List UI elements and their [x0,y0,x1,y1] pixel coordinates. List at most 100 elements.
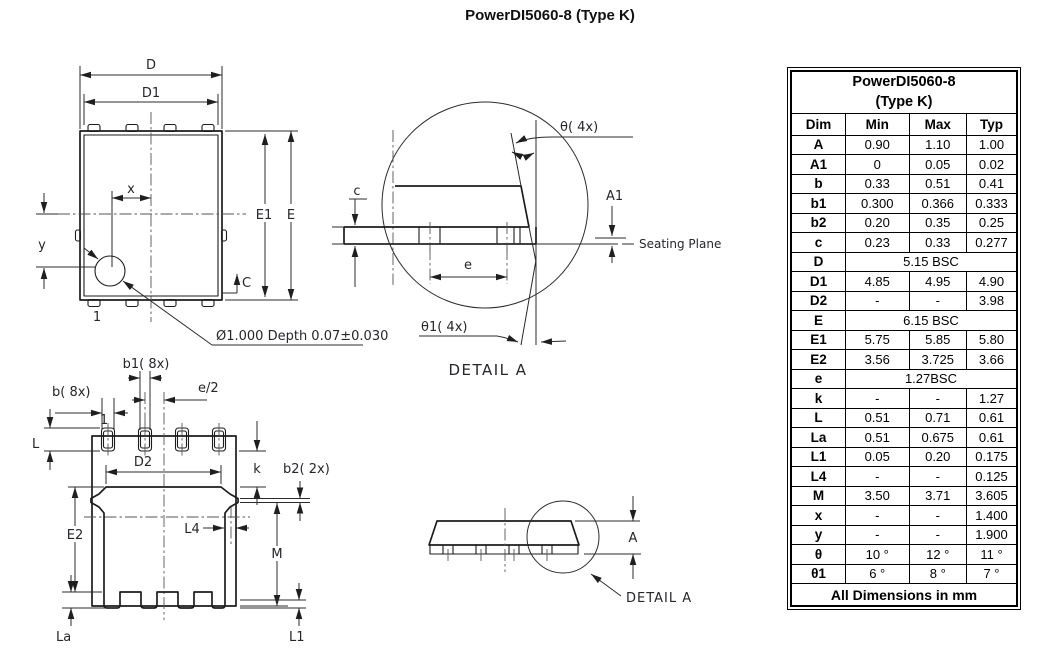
dim-cell: L1 [790,446,846,468]
body-profile [395,185,530,228]
dim-cell: b1 [790,193,846,214]
value-cell: 7 ° [966,563,1018,585]
exposed-pad-outline [90,486,239,609]
dim-cell: b2 [790,212,846,234]
value-cell: 4.95 [908,271,968,292]
detail-a-caption: DETAIL A [448,361,527,379]
value-cell: 4.85 [844,271,910,292]
dim-cell: M [790,485,846,507]
value-cell: 0.277 [966,232,1018,253]
dim-label-b: b( 8x) [52,385,91,400]
corner-label-C: C [242,276,251,291]
dim-label-M: M [271,547,282,562]
dim-label-y: y [38,238,46,253]
top-view: D D1 x y E1 E C 1 [36,58,388,346]
dim-cell: A1 [790,154,846,175]
value-cell: - [844,388,910,409]
dim-label-A1: A1 [606,189,623,204]
value-cell: 0 [844,154,910,175]
table-row: y--1.900 [790,524,1018,546]
detail-circle [381,101,589,309]
value-cell-span: 5.15 BSC [844,251,1018,273]
dim-label-E: E [287,208,295,223]
dim-label-k: k [253,462,261,477]
dimensions-table: PowerDI5060-8 (Type K) Dim Min Max Typ A… [787,67,1021,610]
value-cell: - [844,466,910,487]
table-row: L4--0.125 [790,466,1018,487]
pin1-label-bottom: 1 [100,413,108,428]
value-cell: 0.90 [844,134,910,156]
table-title-line2: (Type K) [875,93,933,110]
value-cell: 0.61 [966,427,1018,448]
value-cell: 0.366 [908,193,968,214]
value-cell: 1.27 [966,388,1018,409]
dim-cell: D [790,251,846,273]
bottom-view: b1( 8x) b( 8x) e/2 1 L D2 [32,357,330,645]
dim-label-A: A [629,531,638,546]
pin1-label: 1 [93,310,101,325]
value-cell: 5.75 [844,329,910,351]
value-cell: 0.33 [908,232,968,253]
dim-label-b1: b1( 8x) [123,357,170,372]
detail-a-view: c e θ( 4x) θ1( 4x) A1 Seating Plane DE [332,101,721,379]
value-cell: 0.51 [908,173,968,195]
value-cell: 8 ° [908,563,968,585]
dim-label-La: La [56,630,71,645]
page-title: PowerDI5060-8 (Type K) [465,7,635,24]
value-cell: 10 ° [844,544,910,565]
value-cell: 1.900 [966,524,1018,546]
value-cell: 0.02 [966,154,1018,175]
value-cell: - [908,290,968,312]
value-cell: 0.51 [844,427,910,448]
dim-cell: e [790,368,846,390]
dim-label-c: c [353,184,360,199]
dim-label-L4: L4 [184,522,200,537]
lead-row [429,544,579,555]
value-cell: 0.05 [908,154,968,175]
dim-label-theta: θ( 4x) [560,120,598,135]
dim-cell: b [790,173,846,195]
dim-label-E1: E1 [256,208,273,223]
value-cell: 0.25 [966,212,1018,234]
value-cell: 1.00 [966,134,1018,156]
dim-cell: E [790,310,846,331]
value-cell: 5.80 [966,329,1018,351]
value-cell: - [908,505,968,526]
value-cell: 0.33 [844,173,910,195]
value-cell: 0.333 [966,193,1018,214]
value-cell: 0.125 [966,466,1018,487]
dim-cell: L [790,407,846,429]
value-cell: 0.300 [844,193,910,214]
table-title-line1: PowerDI5060-8 [852,73,956,90]
body-profile-side [428,520,580,546]
detail-circle-small [526,500,600,574]
dimple-note: Ø1.000 Depth 0.07±0.030 [216,329,388,344]
dim-cell: E1 [790,329,846,351]
dim-label-L1: L1 [289,630,305,645]
dim-cell: θ1 [790,563,846,585]
dim-cell: La [790,427,846,448]
value-cell: 0.35 [908,212,968,234]
dim-label-e: e [464,258,472,273]
side-view: A DETAIL A [428,496,691,606]
col-header-max: Max [908,113,968,136]
value-cell: 6 ° [844,563,910,585]
table-header-row: Dim Min Max Typ [790,113,1018,136]
col-header-min: Min [844,113,910,136]
dim-label-D1: D1 [142,86,160,101]
value-cell: 0.41 [966,173,1018,195]
value-cell: - [844,290,910,312]
col-header-typ: Typ [966,113,1018,136]
dim-cell: x [790,505,846,526]
dim-cell: D2 [790,290,846,312]
